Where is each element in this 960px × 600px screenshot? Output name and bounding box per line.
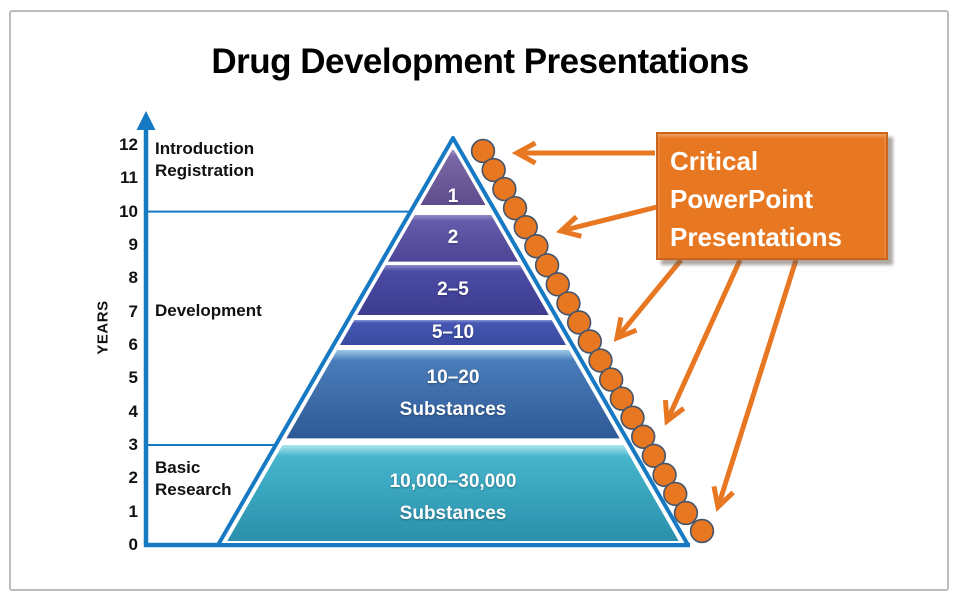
y-axis-tick-label: 1 [128, 501, 138, 521]
page-title: Drug Development Presentations [211, 42, 749, 81]
callout-arrowhead-icon [511, 140, 537, 166]
presentation-marker-circle [502, 195, 528, 221]
pyramid-segment [420, 150, 486, 206]
stage-label-line: Basic [155, 458, 201, 477]
callout-line: PowerPoint [670, 184, 814, 214]
segment-label-line: Substances [399, 503, 507, 524]
pyramid-segment [227, 445, 679, 542]
callout-line: Critical [670, 146, 759, 176]
segment-label: 2 [303, 222, 603, 254]
pyramid-segment [357, 265, 549, 316]
y-axis-tick-label: 5 [128, 368, 138, 388]
presentation-marker-circle [588, 348, 613, 373]
callout-arrowhead-icon [662, 399, 686, 426]
presentation-marker-circle [609, 386, 635, 411]
stage-label-line: Research [155, 480, 232, 499]
presentation-marker-circle [663, 481, 688, 507]
segment-label-line: 1 [447, 185, 459, 207]
segment-label-line: 2–5 [437, 279, 469, 300]
presentation-marker-circle [566, 310, 592, 335]
presentation-marker-circle [556, 291, 581, 316]
y-axis-tick-label: 3 [128, 435, 138, 454]
presentation-marker-circle [545, 272, 570, 297]
presentation-marker-circle [652, 462, 677, 488]
stage-label-line: Introduction [155, 139, 255, 158]
stage-label-introduction-registration: Introduction Registration [155, 138, 254, 182]
presentation-marker-circle [513, 215, 538, 240]
callout-arrow [560, 204, 658, 234]
presentation-marker-circle [630, 424, 656, 449]
presentation-marker-circle [689, 518, 715, 544]
segment-label-line: Substances [399, 399, 507, 421]
presentation-marker-circle [481, 157, 506, 183]
stage-label-line: Registration [155, 161, 255, 180]
presentation-marker-circle [598, 367, 624, 392]
pyramid-segment [286, 350, 620, 439]
y-axis-tick-label: 4 [128, 401, 138, 421]
presentation-marker-circle [492, 176, 517, 202]
stage-label-development: Development [155, 300, 262, 322]
callout-arrow [615, 258, 683, 340]
callout-line: Presentations [670, 222, 842, 252]
y-axis-title: YEARS [94, 300, 112, 355]
segment-label-line: 2 [447, 227, 459, 249]
y-axis-tick-label: 10 [119, 201, 138, 221]
presentation-marker-circle [620, 405, 645, 430]
pyramid-segment [339, 320, 567, 346]
y-axis-tick-label: 12 [119, 135, 138, 154]
callout-arrowhead-icon [555, 214, 582, 239]
stage-label-basic-research: Basic Research [155, 457, 232, 501]
segment-label-line: 5–10 [431, 321, 475, 343]
presentation-marker-circle [534, 253, 560, 278]
callout-arrow [715, 259, 799, 508]
y-axis-arrow-icon [136, 111, 156, 130]
presentation-marker-circle [577, 329, 602, 354]
segment-label: 5–10 [303, 317, 603, 349]
segment-label-line: 10–20 [426, 367, 480, 389]
segment-label-line: 10,000–30,000 [389, 471, 517, 492]
presentation-marker-circle [641, 443, 667, 468]
y-axis-tick-label: 9 [128, 235, 138, 254]
segment-label: 2–5 [303, 274, 603, 306]
pyramid-segment [387, 215, 519, 262]
y-axis-tick-label: 2 [128, 468, 138, 488]
callout-arrowhead-icon [711, 485, 735, 512]
y-axis-tick-label: 6 [128, 335, 138, 354]
presentation-marker-circle [673, 500, 699, 526]
callout-arrow [664, 258, 743, 423]
y-axis-tick-label: 8 [128, 268, 138, 288]
stage-label-line: Development [155, 301, 262, 320]
y-axis-tick-label: 11 [120, 168, 138, 188]
y-axis-tick-label: 7 [128, 301, 138, 321]
presentation-marker-circle [524, 234, 549, 259]
callout-box: Critical PowerPoint Presentations [656, 132, 888, 260]
y-axis-tick-label: 0 [128, 535, 138, 554]
segment-label: 1 [303, 181, 603, 213]
callout-arrowhead-icon [613, 316, 638, 343]
presentation-marker-circle [470, 138, 496, 164]
